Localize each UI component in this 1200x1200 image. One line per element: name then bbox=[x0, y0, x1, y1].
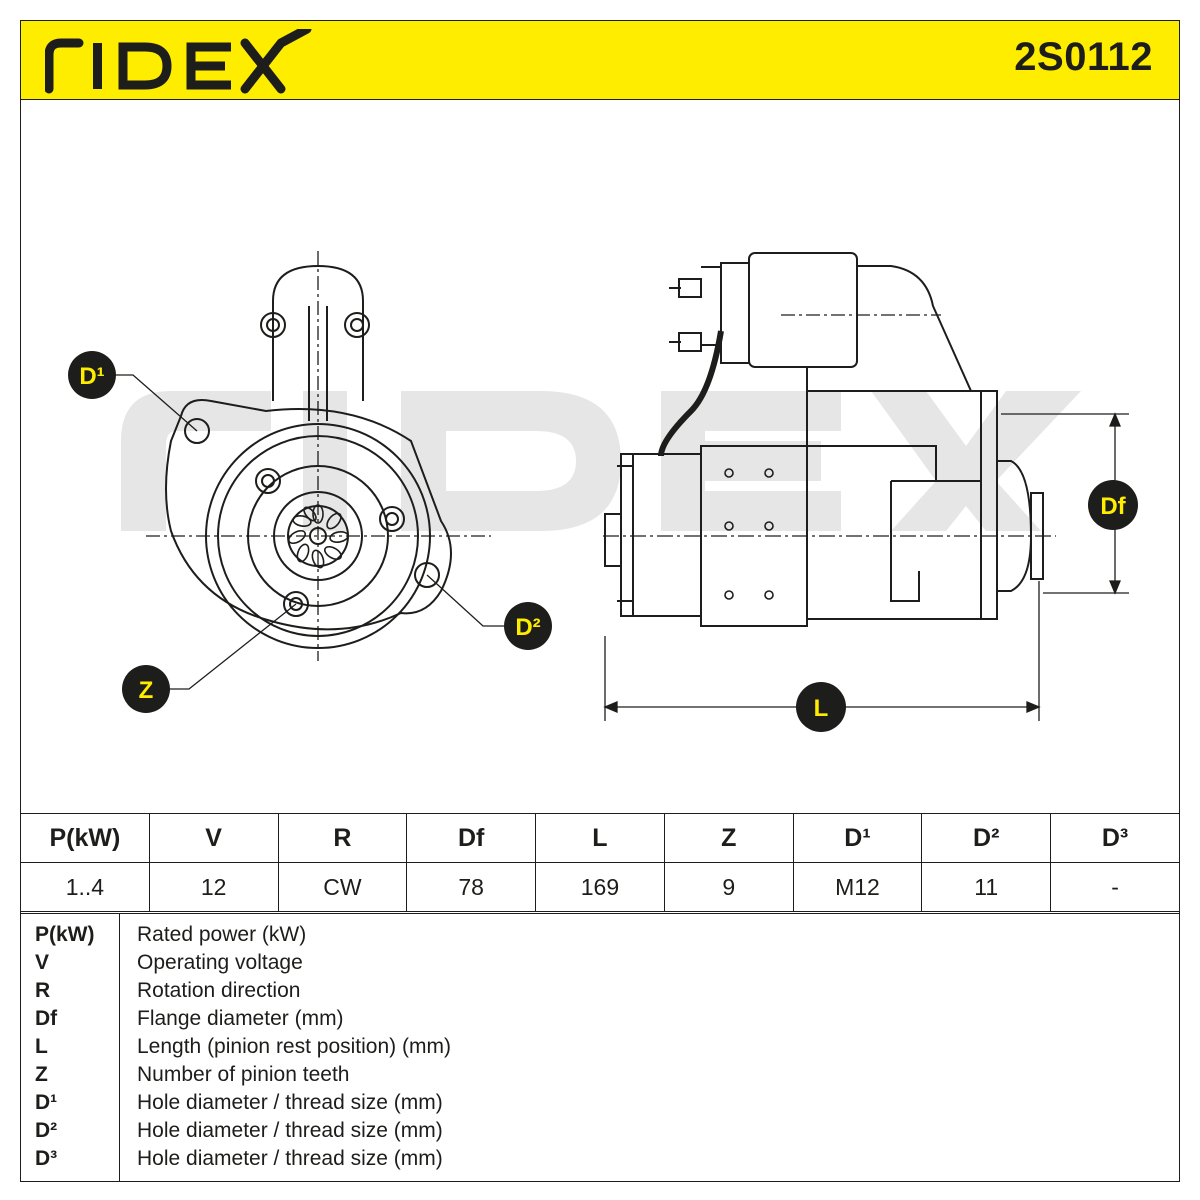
spec-value-row: 1..4 12 CW 78 169 9 M12 11 - bbox=[20, 862, 1180, 912]
callout-d2: D² bbox=[504, 602, 552, 650]
callout-d1: D¹ bbox=[68, 351, 116, 399]
spec-value: 78 bbox=[406, 862, 537, 912]
spec-value: M12 bbox=[792, 862, 923, 912]
legend-desc: Flange diameter (mm) bbox=[137, 1007, 344, 1030]
legend-desc: Rated power (kW) bbox=[137, 923, 307, 946]
legend-key: D² bbox=[35, 1119, 58, 1142]
spec-header: P(kW) bbox=[20, 813, 150, 863]
spec-value: 1..4 bbox=[20, 862, 150, 912]
svg-text:Z: Z bbox=[139, 677, 154, 704]
callout-l: L bbox=[796, 682, 846, 732]
header-bar: 2S0112 bbox=[20, 20, 1180, 100]
spec-value: 12 bbox=[148, 862, 279, 912]
spec-header: R bbox=[277, 813, 408, 863]
legend-desc: Operating voltage bbox=[137, 951, 303, 974]
legend-key: P(kW) bbox=[35, 923, 95, 946]
legend-divider bbox=[119, 914, 120, 1181]
spec-header: D¹ bbox=[792, 813, 923, 863]
legend-key: D³ bbox=[35, 1147, 58, 1170]
spec-header: L bbox=[535, 813, 665, 863]
spec-header: D³ bbox=[1050, 813, 1180, 863]
callout-z: Z bbox=[122, 665, 170, 713]
part-number: 2S0112 bbox=[1014, 35, 1153, 79]
legend-desc: Hole diameter / thread size (mm) bbox=[137, 1091, 443, 1114]
spec-table: P(kW) V R Df L Z D¹ D² D³ 1..4 12 CW 78 … bbox=[20, 813, 1180, 912]
legend-key: Z bbox=[35, 1063, 48, 1086]
legend-desc: Number of pinion teeth bbox=[137, 1063, 350, 1086]
legend-key: L bbox=[35, 1035, 48, 1058]
front-view bbox=[146, 251, 491, 661]
spec-header: Z bbox=[663, 813, 794, 863]
legend-key: R bbox=[35, 979, 51, 1002]
spec-value: 169 bbox=[535, 862, 665, 912]
spec-header-row: P(kW) V R Df L Z D¹ D² D³ bbox=[20, 813, 1180, 863]
spec-header: Df bbox=[406, 813, 537, 863]
legend-desc: Rotation direction bbox=[137, 979, 301, 1002]
spec-value: 9 bbox=[663, 862, 794, 912]
legend-key: V bbox=[35, 951, 50, 974]
legend-key: D¹ bbox=[35, 1091, 58, 1114]
svg-text:D²: D² bbox=[515, 614, 540, 641]
svg-text:D¹: D¹ bbox=[79, 363, 104, 390]
svg-text:L: L bbox=[814, 695, 829, 722]
legend-desc: Length (pinion rest position) (mm) bbox=[137, 1035, 451, 1058]
spec-header: V bbox=[148, 813, 279, 863]
svg-text:Df: Df bbox=[1100, 493, 1126, 520]
spec-value: - bbox=[1050, 862, 1180, 912]
ridex-logo bbox=[45, 29, 312, 94]
spec-header: D² bbox=[921, 813, 1052, 863]
legend-desc: Hole diameter / thread size (mm) bbox=[137, 1147, 443, 1170]
legend-key: Df bbox=[35, 1007, 58, 1030]
legend-box: P(kW) Rated power (kW) V Operating volta… bbox=[20, 913, 1180, 1182]
legend-desc: Hole diameter / thread size (mm) bbox=[137, 1119, 443, 1142]
spec-value: 11 bbox=[921, 862, 1052, 912]
callout-leaders bbox=[111, 374, 507, 690]
callout-df: Df bbox=[1088, 480, 1138, 530]
side-view bbox=[603, 252, 1056, 627]
spec-value: CW bbox=[277, 862, 408, 912]
watermark-logo bbox=[121, 391, 1081, 531]
technical-drawing: D¹ D² Z Df L bbox=[68, 251, 1138, 732]
